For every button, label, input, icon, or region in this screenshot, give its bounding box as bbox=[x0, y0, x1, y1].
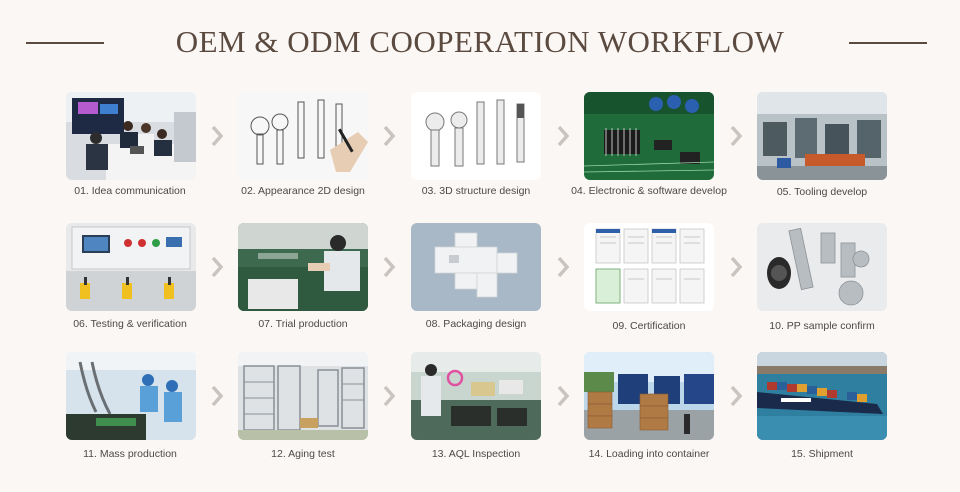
chevron-right-icon bbox=[556, 255, 570, 279]
step-label-11: 11. Mass production bbox=[83, 448, 177, 460]
chevron-right-icon bbox=[729, 255, 743, 279]
step-label-13: 13. AQL Inspection bbox=[431, 448, 521, 460]
step-label-10: 10. PP sample confirm bbox=[769, 320, 875, 332]
aql-inspection-photo bbox=[411, 352, 541, 440]
step-label-15: 15. Shipment bbox=[791, 448, 853, 460]
chevron-right-icon bbox=[210, 124, 224, 148]
aging-test-photo bbox=[238, 352, 368, 440]
step-label-05: 05. Tooling develop bbox=[776, 186, 868, 198]
circuit-board-photo bbox=[584, 92, 714, 180]
packaging-photo bbox=[411, 223, 541, 311]
shipment-photo bbox=[757, 352, 887, 440]
step-label-14: 14. Loading into container bbox=[588, 448, 710, 460]
chevron-right-icon bbox=[729, 124, 743, 148]
step-label-06: 06. Testing & verification bbox=[73, 318, 187, 330]
chevron-right-icon bbox=[382, 124, 396, 148]
page-title: OEM & ODM COOPERATION WORKFLOW bbox=[175, 24, 785, 59]
container-loading-photo bbox=[584, 352, 714, 440]
pp-sample-photo bbox=[757, 223, 887, 311]
3d-model-photo bbox=[411, 92, 541, 180]
mass-production-photo bbox=[66, 352, 196, 440]
trial-production-photo bbox=[238, 223, 368, 311]
meeting-photo bbox=[66, 92, 196, 180]
step-label-03: 03. 3D structure design bbox=[421, 185, 531, 197]
tooling-workshop-photo bbox=[757, 92, 887, 180]
step-label-04: 04. Electronic & software develop bbox=[571, 185, 727, 197]
step-label-02: 02. Appearance 2D design bbox=[241, 185, 365, 197]
step-label-09: 09. Certification bbox=[612, 320, 686, 332]
chevron-right-icon bbox=[556, 124, 570, 148]
certificates-photo bbox=[584, 223, 714, 311]
step-label-12: 12. Aging test bbox=[271, 448, 335, 460]
chevron-right-icon bbox=[556, 384, 570, 408]
step-label-08: 08. Packaging design bbox=[425, 318, 527, 330]
testing-machine-photo bbox=[66, 223, 196, 311]
chevron-right-icon bbox=[210, 384, 224, 408]
sketch-photo bbox=[238, 92, 368, 180]
title-divider-left bbox=[26, 42, 104, 44]
chevron-right-icon bbox=[210, 255, 224, 279]
header: OEM & ODM COOPERATION WORKFLOW bbox=[0, 18, 960, 68]
chevron-right-icon bbox=[382, 384, 396, 408]
chevron-right-icon bbox=[382, 255, 396, 279]
chevron-right-icon bbox=[729, 384, 743, 408]
step-label-01: 01. Idea communication bbox=[74, 185, 186, 197]
step-label-07: 07. Trial production bbox=[258, 318, 348, 330]
title-divider-right bbox=[849, 42, 927, 44]
